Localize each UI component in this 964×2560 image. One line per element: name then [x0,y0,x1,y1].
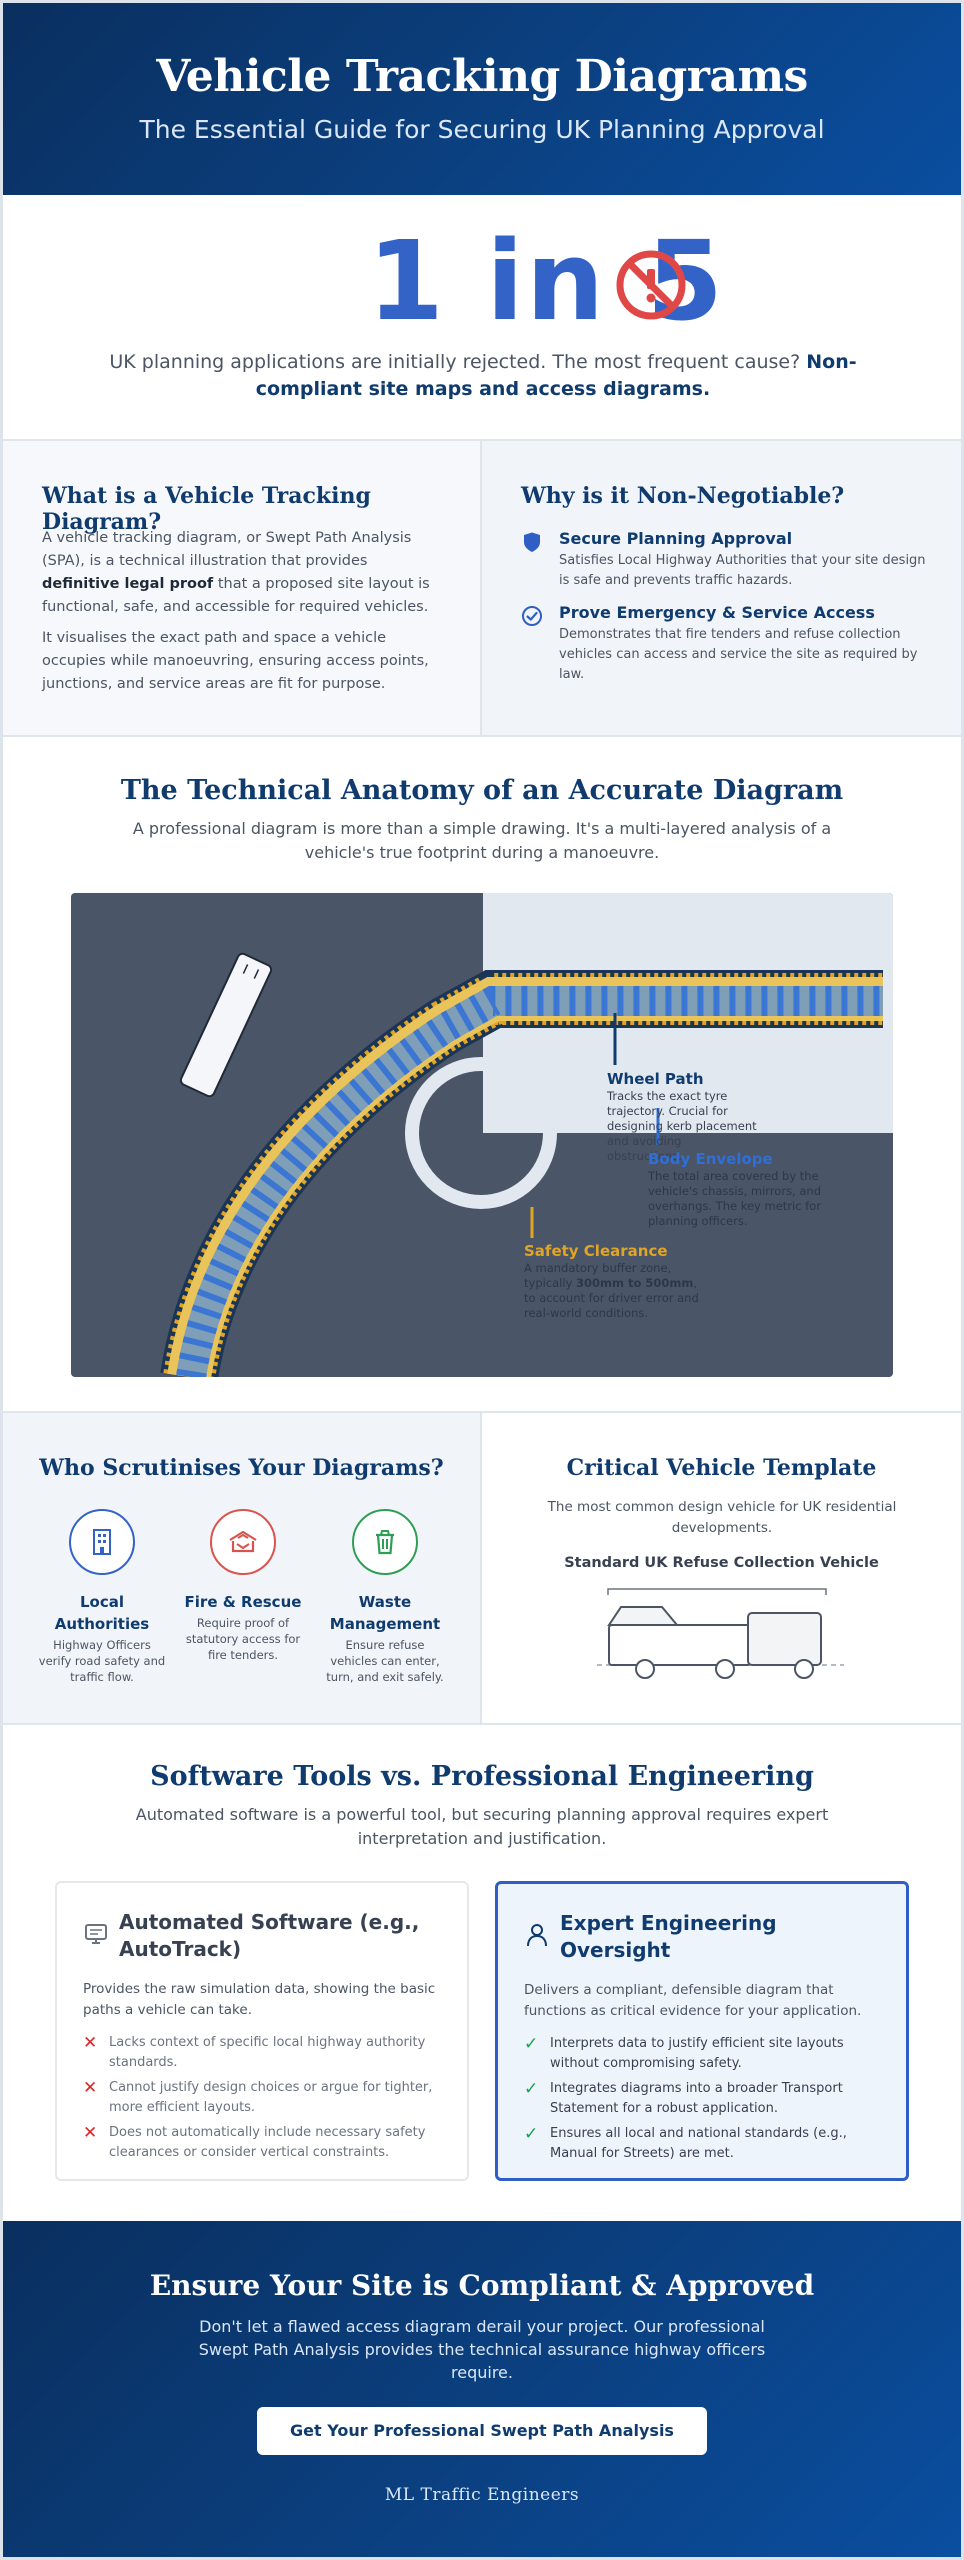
footer: Ensure Your Site is Compliant & Approved… [3,2221,961,2557]
cross-icon: ✕ [83,2123,98,2143]
trash-icon [352,1509,418,1575]
org-desc: Ensure refuse vehicles can enter, turn, … [326,1638,444,1684]
scrutiny-title: Who Scrutinises Your Diagrams? [39,1455,444,1481]
page-subtitle: The Essential Guide for Securing UK Plan… [139,115,825,144]
org-name: Fire & Rescue [184,1593,302,1611]
list-item: ✓Interprets data to justify efficient si… [524,2034,844,2071]
check-icon: ✓ [524,2124,539,2144]
card-list: ✕Lacks context of specific local highway… [83,2033,443,2168]
why-panel: Why is it Non-Negotiable? Secure Plannin… [482,441,961,735]
stat-figure: 1 in 5 [367,217,725,345]
list-item: ✕Does not automatically include necessar… [83,2123,426,2160]
card-title: Automated Software (e.g., AutoTrack) [119,1910,420,1961]
check-icon: ✓ [524,2034,539,2054]
safety-clearance-label: Safety Clearance A mandatory buffer zone… [524,1242,699,1320]
header: Vehicle Tracking Diagrams The Essential … [3,3,961,195]
fire-icon [210,1509,276,1575]
scrutiny-panel: Who Scrutinises Your Diagrams? Local Aut… [3,1413,482,1723]
why-title: Why is it Non-Negotiable? [521,483,845,509]
software-section: Software Tools vs. Professional Engineer… [3,1725,961,2221]
page-title: Vehicle Tracking Diagrams [156,51,808,102]
card-title: Expert Engineering Oversight [560,1911,777,1962]
anatomy-section: The Technical Anatomy of an Accurate Dia… [3,737,961,1413]
template-panel: Critical Vehicle Template The most commo… [482,1413,961,1723]
shield-icon [524,532,540,552]
list-item: ✕Cannot justify design choices or argue … [83,2078,433,2115]
body-envelope-label: Body Envelope The total area covered by … [648,1150,822,1228]
swept-path-diagram: Wheel Path Tracks the exact tyre traject… [71,893,893,1377]
cross-icon: ✕ [83,2078,98,2098]
check-circle-icon [522,606,542,626]
stat-text: UK planning applications are initially r… [109,351,857,400]
list-item: ✕Lacks context of specific local highway… [83,2033,426,2070]
card-automated-software: Automated Software (e.g., AutoTrack) Pro… [55,1881,469,2181]
card-list: ✓Interprets data to justify efficient si… [524,2034,884,2169]
what-paragraph-1: A vehicle tracking diagram, or Swept Pat… [42,530,430,615]
why-item-title: Secure Planning Approval [559,529,793,548]
software-title: Software Tools vs. Professional Engineer… [150,1761,814,1792]
template-title: Critical Vehicle Template [566,1455,877,1481]
template-sub: The most common design vehicle for UK re… [547,1499,897,1536]
person-icon [527,1924,547,1947]
org-desc: Require proof of statutory access for fi… [185,1616,301,1662]
org-name: Waste Management [329,1593,441,1633]
scrutiny-section: Who Scrutinises Your Diagrams? Local Aut… [3,1413,961,1725]
no-entry-icon [616,250,686,320]
org-name: Local Authorities [54,1593,150,1633]
what-title: What is a Vehicle Tracking Diagram? [42,483,371,535]
template-vehicle-name: Standard UK Refuse Collection Vehicle [564,1555,879,1571]
org-waste-management: Waste Management Ensure refuse vehicles … [315,1509,455,1685]
anatomy-intro: A professional diagram is more than a si… [132,819,832,862]
cta-button[interactable]: Get Your Professional Swept Path Analysi… [257,2407,707,2455]
org-local-authorities: Local Authorities Highway Officers verif… [32,1509,172,1685]
wheel-path-label: Wheel Path Tracks the exact tyre traject… [607,1070,757,1163]
card-desc: Delivers a compliant, defensible diagram… [524,1982,862,2019]
infographic-page: Vehicle Tracking Diagrams The Essential … [3,3,961,2557]
refuse-truck-icon [597,1588,844,1679]
building-icon [69,1509,135,1575]
list-item: ✓Ensures all local and national standard… [524,2124,847,2161]
org-fire-rescue: Fire & Rescue Require proof of statutory… [173,1509,313,1663]
anatomy-title: The Technical Anatomy of an Accurate Dia… [120,775,844,806]
card-desc: Provides the raw simulation data, showin… [83,1981,436,2018]
why-item-desc: Satisfies Local Highway Authorities that… [559,553,926,588]
footer-text: Don't let a flawed access diagram derail… [198,2317,766,2382]
list-item: ✓Integrates diagrams into a broader Tran… [524,2079,843,2116]
what-panel: What is a Vehicle Tracking Diagram? A ve… [3,441,482,735]
brand-name: ML Traffic Engineers [384,2485,580,2505]
computer-icon [85,1924,107,1944]
stat-section: 1 in 5 UK planning applications are init… [3,195,961,441]
software-intro: Automated software is a powerful tool, b… [135,1805,829,1848]
what-paragraph-2: It visualises the exact path and space a… [42,630,429,692]
why-item-title: Prove Emergency & Service Access [559,603,875,622]
why-item-desc: Demonstrates that fire tenders and refus… [559,627,918,682]
footer-title: Ensure Your Site is Compliant & Approved [149,2269,815,2302]
info-section: What is a Vehicle Tracking Diagram? A ve… [3,441,961,737]
org-desc: Highway Officers verify road safety and … [38,1638,166,1684]
card-expert-oversight: Expert Engineering Oversight Delivers a … [495,1881,909,2181]
check-icon: ✓ [524,2079,539,2099]
cross-icon: ✕ [83,2033,98,2053]
diagram-graphic [160,893,893,1377]
